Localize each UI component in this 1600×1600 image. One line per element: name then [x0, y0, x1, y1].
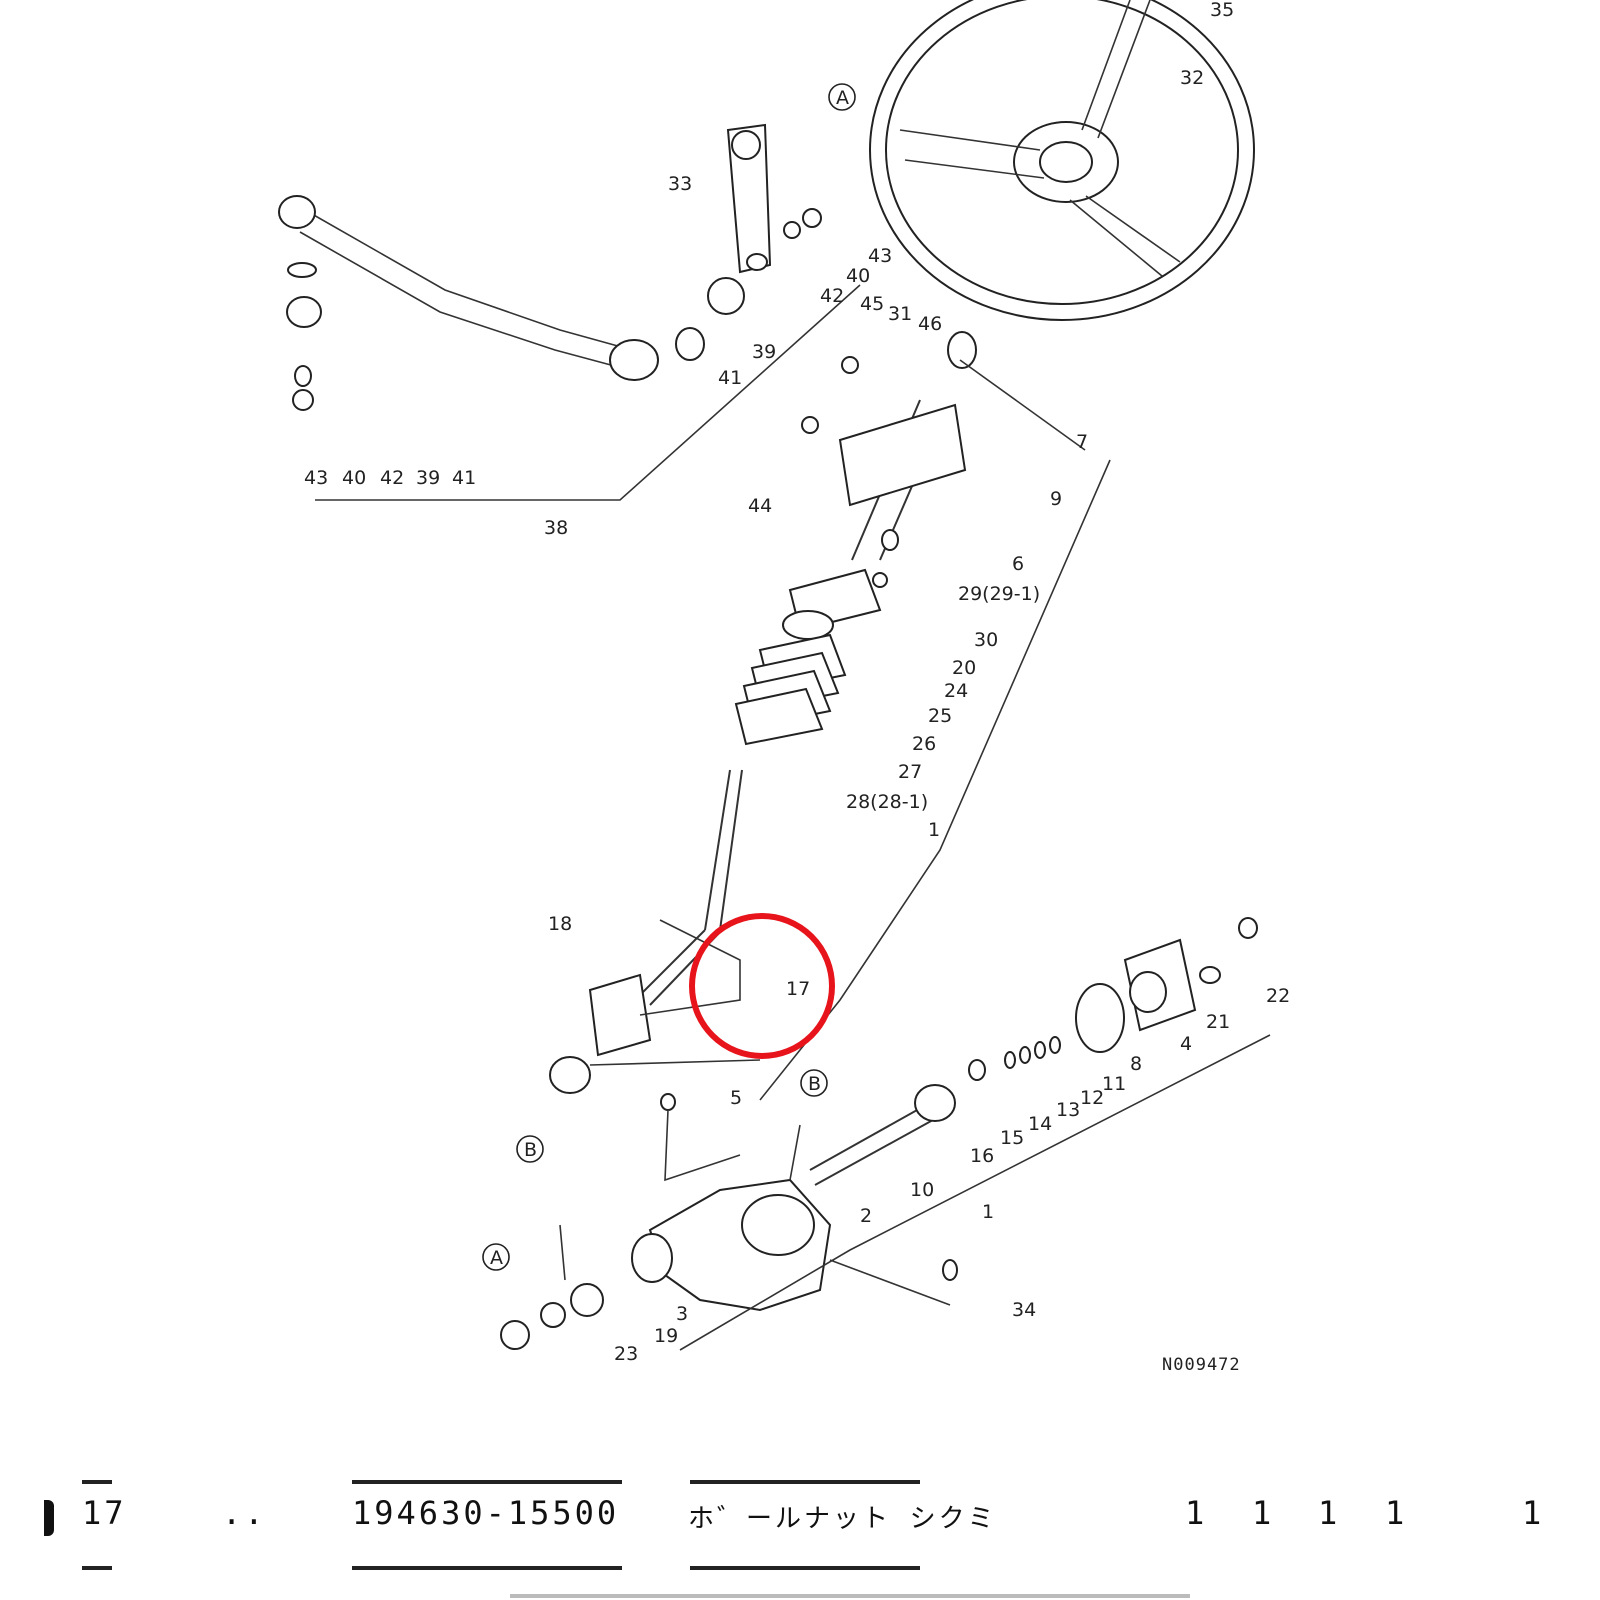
callout-44: 44 [748, 495, 772, 517]
callout-B: B [524, 1139, 537, 1161]
cut-off-text-bottom [352, 1566, 622, 1570]
callout-42: 42 [820, 285, 844, 307]
item-number: 17 [82, 1494, 127, 1532]
callout-A: A [836, 87, 849, 109]
qty-3: 1 [1318, 1494, 1341, 1532]
callout-1: 1 [982, 1201, 994, 1223]
cut-off-text-bottom [690, 1566, 920, 1570]
callout-9: 9 [1050, 488, 1062, 510]
callout-1: 1 [928, 819, 940, 841]
callout-31: 31 [888, 303, 912, 325]
callout-23: 23 [614, 1343, 638, 1365]
pitman-arm [726, 123, 822, 274]
callout-32: 32 [1180, 67, 1204, 89]
callout-circle [516, 1135, 544, 1163]
parts-list-row[interactable]: 17 .. 194630-15500 ホ゛ールナット シクミ 1 1 1 1 1 [0, 1480, 1600, 1580]
cut-off-text-top [690, 1480, 920, 1484]
callout-39: 39 [752, 341, 776, 363]
callout-35: 35 [1210, 0, 1234, 21]
callout-A: A [490, 1247, 503, 1269]
callout-41: 41 [452, 467, 476, 489]
callout-6: 6 [1012, 553, 1024, 575]
scroll-edge [510, 1594, 1190, 1598]
cut-off-text-top [352, 1480, 622, 1484]
callout-45: 45 [860, 293, 884, 315]
parts-diagram: 1234567891011121314151617181920212223242… [278, 0, 1290, 1375]
steering-column [549, 331, 977, 1111]
item-mark: .. [222, 1494, 267, 1532]
callout-7: 7 [1076, 431, 1088, 453]
row-marker [44, 1500, 54, 1536]
cut-off-text-top [82, 1480, 112, 1484]
callout-30: 30 [974, 629, 998, 651]
callout-14: 14 [1028, 1113, 1052, 1135]
callout-40: 40 [342, 467, 366, 489]
callout-28-28-1-: 28(28-1) [846, 791, 928, 813]
callout-38: 38 [544, 517, 568, 539]
drawing-reference-code: N009472 [1162, 1355, 1241, 1375]
callout-15: 15 [1000, 1127, 1024, 1149]
callout-2: 2 [860, 1205, 872, 1227]
callout-46: 46 [918, 313, 942, 335]
leader-lines [315, 284, 1271, 1351]
callout-43: 43 [304, 467, 328, 489]
highlight-circle [689, 913, 835, 1059]
callout-43: 43 [868, 245, 892, 267]
callout-34: 34 [1012, 1299, 1036, 1321]
qty-5: 1 [1522, 1494, 1545, 1532]
callout-12: 12 [1080, 1087, 1104, 1109]
callout-22: 22 [1266, 985, 1290, 1007]
callout-42: 42 [380, 467, 404, 489]
callout-26: 26 [912, 733, 936, 755]
callout-40: 40 [846, 265, 870, 287]
callout-3: 3 [676, 1303, 688, 1325]
callout-labels: 1234567891011121314151617181920212223242… [304, 0, 1290, 1365]
callout-18: 18 [548, 913, 572, 935]
callout-5: 5 [730, 1087, 742, 1109]
qty-4: 1 [1385, 1494, 1408, 1532]
callout-25: 25 [928, 705, 952, 727]
callout-B: B [808, 1073, 821, 1095]
callout-41: 41 [718, 367, 742, 389]
callout-27: 27 [898, 761, 922, 783]
callout-20: 20 [952, 657, 976, 679]
callout-circle [800, 1069, 828, 1097]
callout-16: 16 [970, 1145, 994, 1167]
part-description: ホ゛ールナット シクミ [688, 1504, 997, 1534]
tie-rod [278, 195, 745, 411]
callout-17: 17 [786, 978, 810, 1000]
callout-11: 11 [1102, 1073, 1126, 1095]
callout-13: 13 [1056, 1099, 1080, 1121]
part-number: 194630-15500 [352, 1494, 620, 1532]
callout-39: 39 [416, 467, 440, 489]
steering-wheel [869, 0, 1255, 321]
qty-2: 1 [1252, 1494, 1275, 1532]
callout-19: 19 [654, 1325, 678, 1347]
callout-33: 33 [668, 173, 692, 195]
callout-29-29-1-: 29(29-1) [958, 583, 1040, 605]
cut-off-text-bottom [82, 1566, 112, 1570]
callout-circle [828, 83, 856, 111]
callout-21: 21 [1206, 1011, 1230, 1033]
callout-4: 4 [1180, 1033, 1192, 1055]
callout-circle [482, 1243, 510, 1271]
callout-10: 10 [910, 1179, 934, 1201]
callout-24: 24 [944, 680, 968, 702]
callout-8: 8 [1130, 1053, 1142, 1075]
gear-housing [500, 917, 1258, 1350]
qty-1: 1 [1185, 1494, 1208, 1532]
